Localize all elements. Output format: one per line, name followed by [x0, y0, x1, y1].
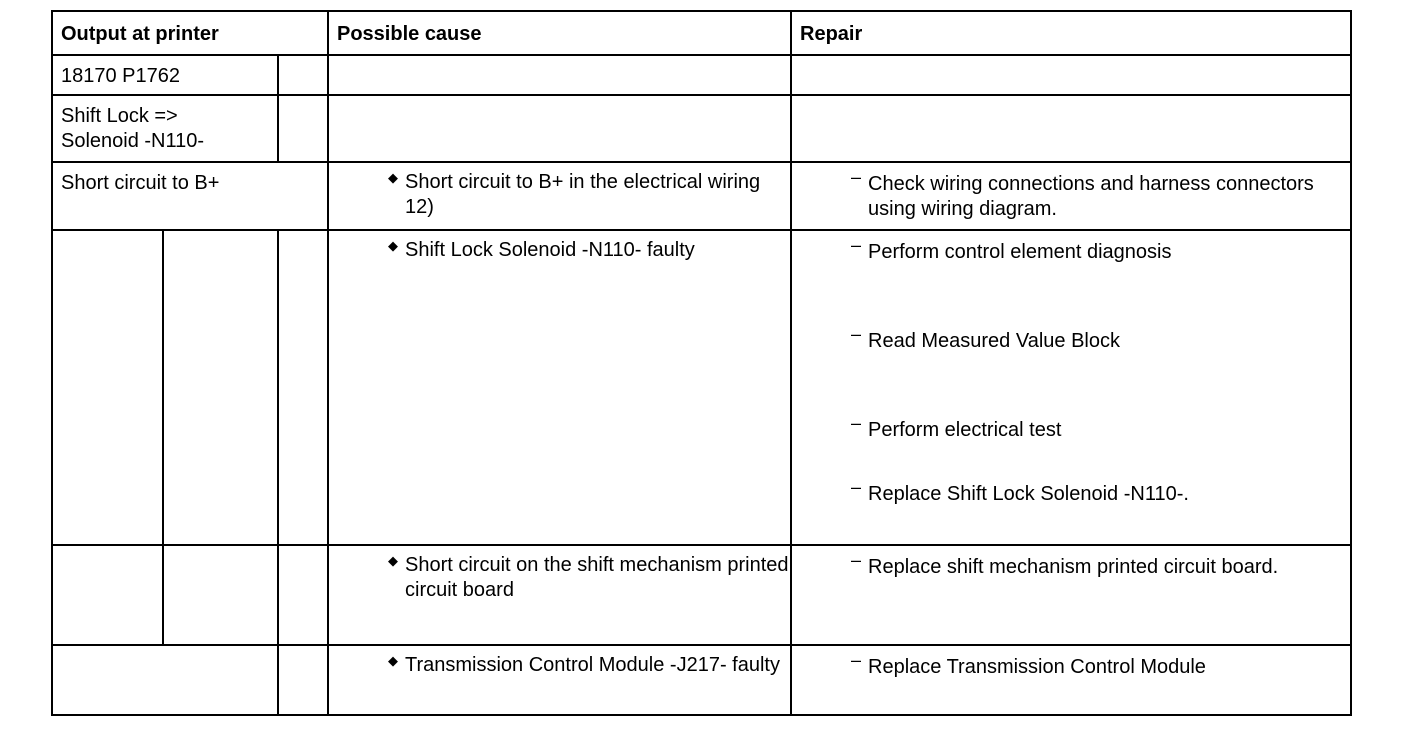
cause-cell: ◆ Transmission Control Module -J217- fau…: [327, 644, 792, 716]
empty-cell: [327, 94, 792, 163]
empty-cell: [51, 644, 279, 716]
cause-text: Shift Lock Solenoid -N110- faulty: [405, 239, 695, 261]
diamond-bullet-icon: ◆: [388, 170, 398, 185]
empty-cell: [327, 54, 792, 96]
empty-cell: [277, 94, 329, 163]
table-row: ◆ Short circuit on the shift mechanism p…: [51, 544, 1352, 646]
spacer: [793, 265, 1349, 320]
empty-cell: [790, 94, 1352, 163]
empty-cell: [277, 644, 329, 716]
empty-cell: [277, 54, 329, 96]
repair-item: – Replace Shift Lock Solenoid -N110-.: [793, 473, 1349, 507]
dash-bullet-icon: –: [851, 167, 862, 187]
dash-bullet-icon: –: [851, 550, 862, 570]
header-possible-cause: Possible cause: [327, 10, 792, 56]
component-name-line: Shift Lock =>: [61, 105, 178, 127]
cause-item: ◆ Short circuit on the shift mechanism p…: [330, 547, 789, 603]
repair-text: Replace shift mechanism printed circuit …: [868, 556, 1279, 578]
repair-cell: – Perform control element diagnosis – Re…: [790, 229, 1352, 546]
table-header-row: Output at printer Possible cause Repair: [51, 10, 1352, 56]
table-row: Short circuit to B+ ◆ Short circuit to B…: [51, 161, 1352, 231]
cause-text: Short circuit to B+ in the electrical wi…: [405, 171, 761, 218]
empty-cell: [162, 544, 279, 646]
diamond-bullet-icon: ◆: [388, 653, 398, 668]
repair-text: Perform electrical test: [868, 419, 1062, 441]
repair-item: – Perform control element diagnosis: [793, 232, 1349, 265]
header-output-at-printer: Output at printer: [51, 10, 329, 56]
cause-cell: ◆ Shift Lock Solenoid -N110- faulty: [327, 229, 792, 546]
header-repair: Repair: [790, 10, 1352, 56]
repair-cell: – Check wiring connections and harness c…: [790, 161, 1352, 231]
cause-item: ◆ Short circuit to B+ in the electrical …: [330, 164, 789, 220]
diamond-bullet-icon: ◆: [388, 238, 398, 253]
fault-code: 18170 P1762: [51, 54, 279, 96]
repair-item: – Perform electrical test: [793, 409, 1349, 443]
empty-cell: [162, 229, 279, 546]
empty-cell: [277, 544, 329, 646]
table-row: Shift Lock => Solenoid -N110-: [51, 94, 1352, 163]
repair-item: – Replace shift mechanism printed circui…: [793, 547, 1349, 580]
component-name: Shift Lock => Solenoid -N110-: [51, 94, 279, 163]
cause-text: Transmission Control Module -J217- fault…: [405, 654, 780, 676]
spacer: [793, 354, 1349, 409]
dash-bullet-icon: –: [851, 477, 862, 497]
fault-type: Short circuit to B+: [51, 161, 329, 231]
dash-bullet-icon: –: [851, 235, 862, 255]
diamond-bullet-icon: ◆: [388, 553, 398, 568]
empty-cell: [790, 54, 1352, 96]
cause-item: ◆ Shift Lock Solenoid -N110- faulty: [330, 232, 789, 263]
diagnostic-table: Output at printer Possible cause Repair …: [51, 10, 1352, 716]
empty-cell: [277, 229, 329, 546]
cause-cell: ◆ Short circuit to B+ in the electrical …: [327, 161, 792, 231]
repair-item: – Replace Transmission Control Module: [793, 647, 1349, 680]
repair-text: Perform control element diagnosis: [868, 241, 1172, 263]
repair-item: – Read Measured Value Block: [793, 320, 1349, 354]
dash-bullet-icon: –: [851, 324, 862, 344]
cause-cell: ◆ Short circuit on the shift mechanism p…: [327, 544, 792, 646]
empty-cell: [51, 544, 164, 646]
repair-text: Replace Transmission Control Module: [868, 656, 1206, 678]
repair-text: Read Measured Value Block: [868, 330, 1120, 352]
empty-cell: [51, 229, 164, 546]
repair-text: Check wiring connections and harness con…: [868, 173, 1314, 220]
repair-item: – Check wiring connections and harness c…: [793, 164, 1349, 222]
spacer: [793, 443, 1349, 473]
repair-text: Replace Shift Lock Solenoid -N110-.: [868, 483, 1189, 505]
cause-item: ◆ Transmission Control Module -J217- fau…: [330, 647, 789, 678]
component-name-line: Solenoid -N110-: [61, 130, 205, 152]
table-row: 18170 P1762: [51, 54, 1352, 96]
dash-bullet-icon: –: [851, 413, 862, 433]
repair-cell: – Replace Transmission Control Module: [790, 644, 1352, 716]
cause-text: Short circuit on the shift mechanism pri…: [405, 554, 789, 601]
repair-cell: – Replace shift mechanism printed circui…: [790, 544, 1352, 646]
dash-bullet-icon: –: [851, 650, 862, 670]
table-row: ◆ Shift Lock Solenoid -N110- faulty – Pe…: [51, 229, 1352, 546]
table-row: ◆ Transmission Control Module -J217- fau…: [51, 644, 1352, 716]
